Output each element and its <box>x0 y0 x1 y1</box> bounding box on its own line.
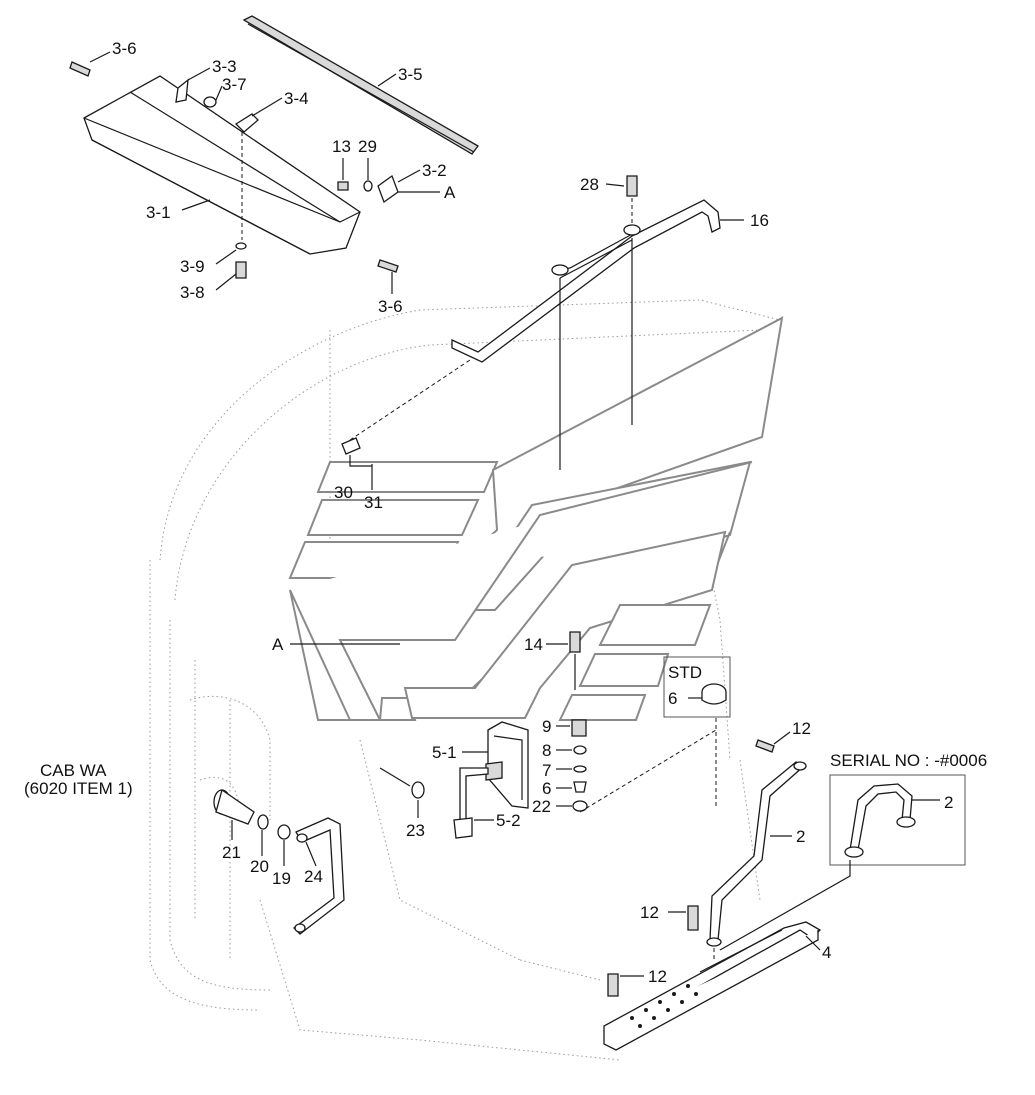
part-30-pad <box>341 359 471 490</box>
label-6: 6 <box>542 779 551 798</box>
part-12-bolt-bottom <box>607 973 619 997</box>
std-title: STD <box>668 663 702 682</box>
part-8-washer <box>573 745 587 755</box>
label-3-4: 3-4 <box>284 89 309 108</box>
label-4: 4 <box>822 943 831 962</box>
part-16-rail <box>451 199 721 470</box>
cab-label-line1: CAB WA <box>40 761 107 780</box>
label-6-std: 6 <box>668 689 677 708</box>
label-22: 22 <box>532 797 551 816</box>
callout-labels: 3-6 3-3 3-7 3-4 3-5 13 29 3-2 A 3-1 3-9 … <box>24 39 987 986</box>
label-29: 29 <box>358 137 377 156</box>
part-14-bolt <box>569 631 581 690</box>
label-21: 21 <box>222 843 241 862</box>
label-3-6-top: 3-6 <box>112 39 137 58</box>
part-3-6-bolt-right <box>377 259 399 273</box>
part-29-washer <box>363 180 373 192</box>
part-3-1-cover <box>83 75 361 255</box>
label-16: 16 <box>750 211 769 230</box>
part-28-bolt <box>626 175 638 224</box>
label-24: 24 <box>304 867 323 886</box>
part-5-2-mount <box>453 817 473 839</box>
label-3-5: 3-5 <box>398 65 423 84</box>
label-12-top: 12 <box>792 719 811 738</box>
part-3-2-plate <box>377 174 399 204</box>
label-12-mid: 12 <box>640 903 659 922</box>
label-7: 7 <box>542 761 551 780</box>
label-2-serial: 2 <box>944 793 953 812</box>
label-2: 2 <box>796 827 805 846</box>
decal-stripes <box>288 316 784 721</box>
part-12-bolt-mid <box>687 905 699 931</box>
part-9-bolt <box>571 719 587 737</box>
label-30: 30 <box>334 483 353 502</box>
part-2-handle <box>706 761 807 962</box>
cab-ghost-outline <box>149 299 781 1061</box>
label-19: 19 <box>272 869 291 888</box>
label-3-6-bottom: 3-6 <box>378 297 403 316</box>
label-3-7: 3-7 <box>222 75 247 94</box>
part-12-bolt-top <box>755 739 775 753</box>
part-22-ring <box>572 729 717 813</box>
label-12-bottom: 12 <box>648 967 667 986</box>
serial-title: SERIAL NO : -#0006 <box>830 751 987 770</box>
part-3-9-washer <box>235 242 247 250</box>
part-5-1-mirror <box>459 721 529 821</box>
part-7-washer <box>573 765 587 773</box>
label-8: 8 <box>542 741 551 760</box>
std-box <box>663 656 731 808</box>
label-3-3: 3-3 <box>212 57 237 76</box>
label-a-top: A <box>444 183 456 202</box>
label-28: 28 <box>580 175 599 194</box>
label-3-2: 3-2 <box>422 161 447 180</box>
label-14: 14 <box>524 635 543 654</box>
label-23: 23 <box>406 821 425 840</box>
label-5-2: 5-2 <box>496 811 521 830</box>
part-6-grommet <box>573 781 587 793</box>
label-a-mid: A <box>272 635 284 654</box>
label-3-9: 3-9 <box>180 257 205 276</box>
part-3-6-bolt-top <box>69 61 91 77</box>
part-19-washer <box>277 824 291 840</box>
part-3-4-clip <box>234 113 259 240</box>
label-3-8: 3-8 <box>180 283 205 302</box>
part-3-7-nut <box>203 96 217 108</box>
label-5-1: 5-1 <box>432 743 457 762</box>
leader-lines <box>89 51 940 977</box>
part-13-bolt <box>337 181 349 191</box>
part-3-3-bracket <box>175 78 189 103</box>
label-3-1: 3-1 <box>146 203 171 222</box>
part-24-handle <box>293 817 345 935</box>
cab-label-line2: (6020 ITEM 1) <box>24 779 133 798</box>
label-9: 9 <box>542 717 551 736</box>
part-3-5-strip <box>242 15 479 155</box>
part-4-step <box>603 921 822 1051</box>
part-23-washer <box>379 767 425 799</box>
label-31: 31 <box>364 493 383 512</box>
part-3-8-bolt <box>235 261 247 279</box>
part-20-washer <box>257 814 269 830</box>
label-20: 20 <box>250 857 269 876</box>
part-21-bolt <box>213 788 255 825</box>
label-13: 13 <box>332 137 351 156</box>
serial-box <box>719 774 966 951</box>
